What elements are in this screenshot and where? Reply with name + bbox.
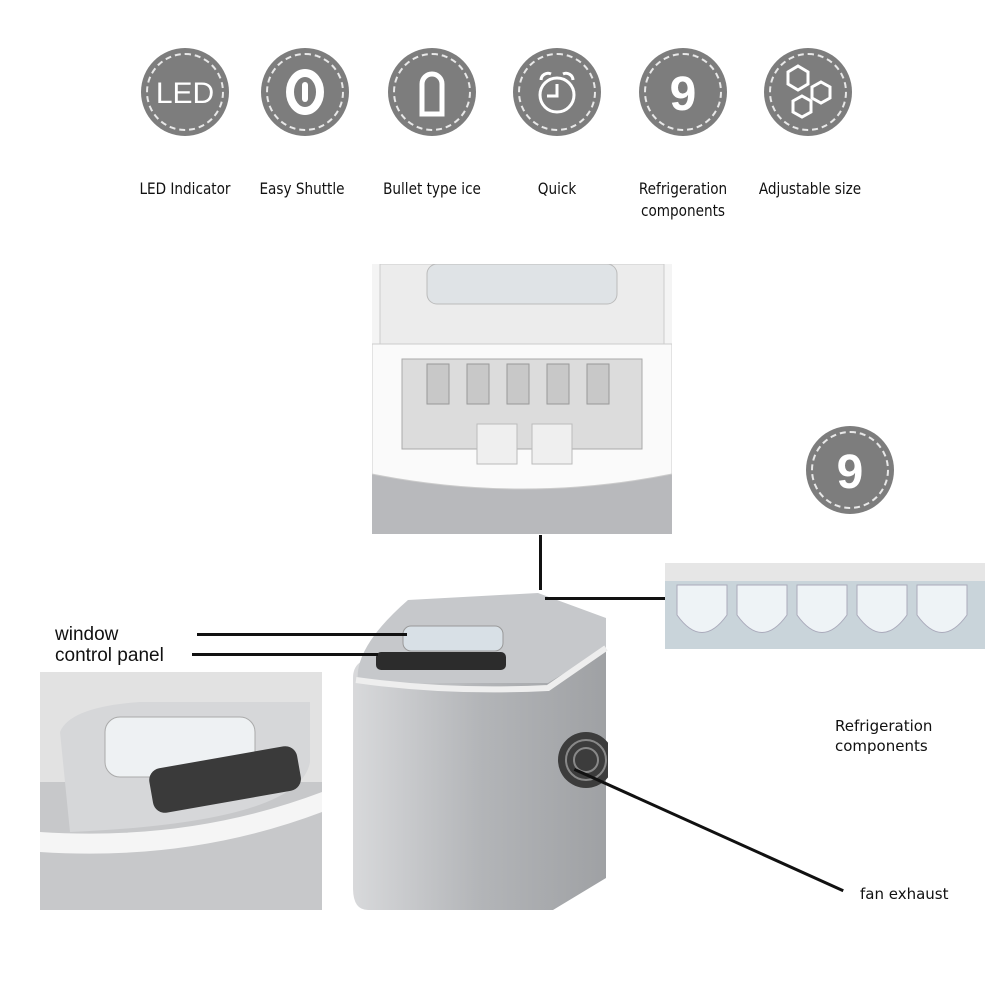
bullet-ice-photo	[665, 563, 985, 649]
fan-pointer-line	[573, 768, 844, 893]
bullet-ice-icon	[388, 48, 476, 136]
alarm-clock-icon	[513, 48, 601, 136]
top-photo-connector-line	[539, 535, 542, 590]
led-icon: LED	[141, 48, 229, 136]
ice-maker-photo	[353, 593, 608, 910]
fan-exhaust-label: fan exhaust	[860, 885, 949, 903]
control-panel-label: control panel	[55, 645, 164, 666]
feature-label: Bullet type ice	[383, 179, 481, 198]
feature-label: Easy Shuttle	[259, 179, 345, 198]
refrigeration-nine-badge: 9	[806, 426, 894, 514]
feature-label: LED Indicator	[139, 179, 231, 198]
nine-glyph: 9	[670, 68, 697, 121]
shuttle-icon	[261, 48, 349, 136]
led-glyph: LED	[156, 77, 214, 110]
window-pointer-line	[197, 633, 407, 636]
feature-label: Refrigeration components	[638, 179, 728, 220]
control-panel-closeup-photo	[40, 672, 322, 910]
svg-text:9: 9	[837, 446, 864, 499]
nine-icon: 9	[639, 48, 727, 136]
ice-tray-photo	[372, 264, 672, 534]
feature-label: Quick	[537, 179, 577, 198]
ice-photo-connector-line	[545, 597, 665, 600]
feature-label: Adjustable size	[758, 179, 862, 198]
control-panel-pointer-line	[192, 653, 378, 656]
refrigeration-label: Refrigeration components	[835, 717, 933, 755]
window-label: window	[55, 624, 119, 645]
hexagons-icon	[764, 48, 852, 136]
